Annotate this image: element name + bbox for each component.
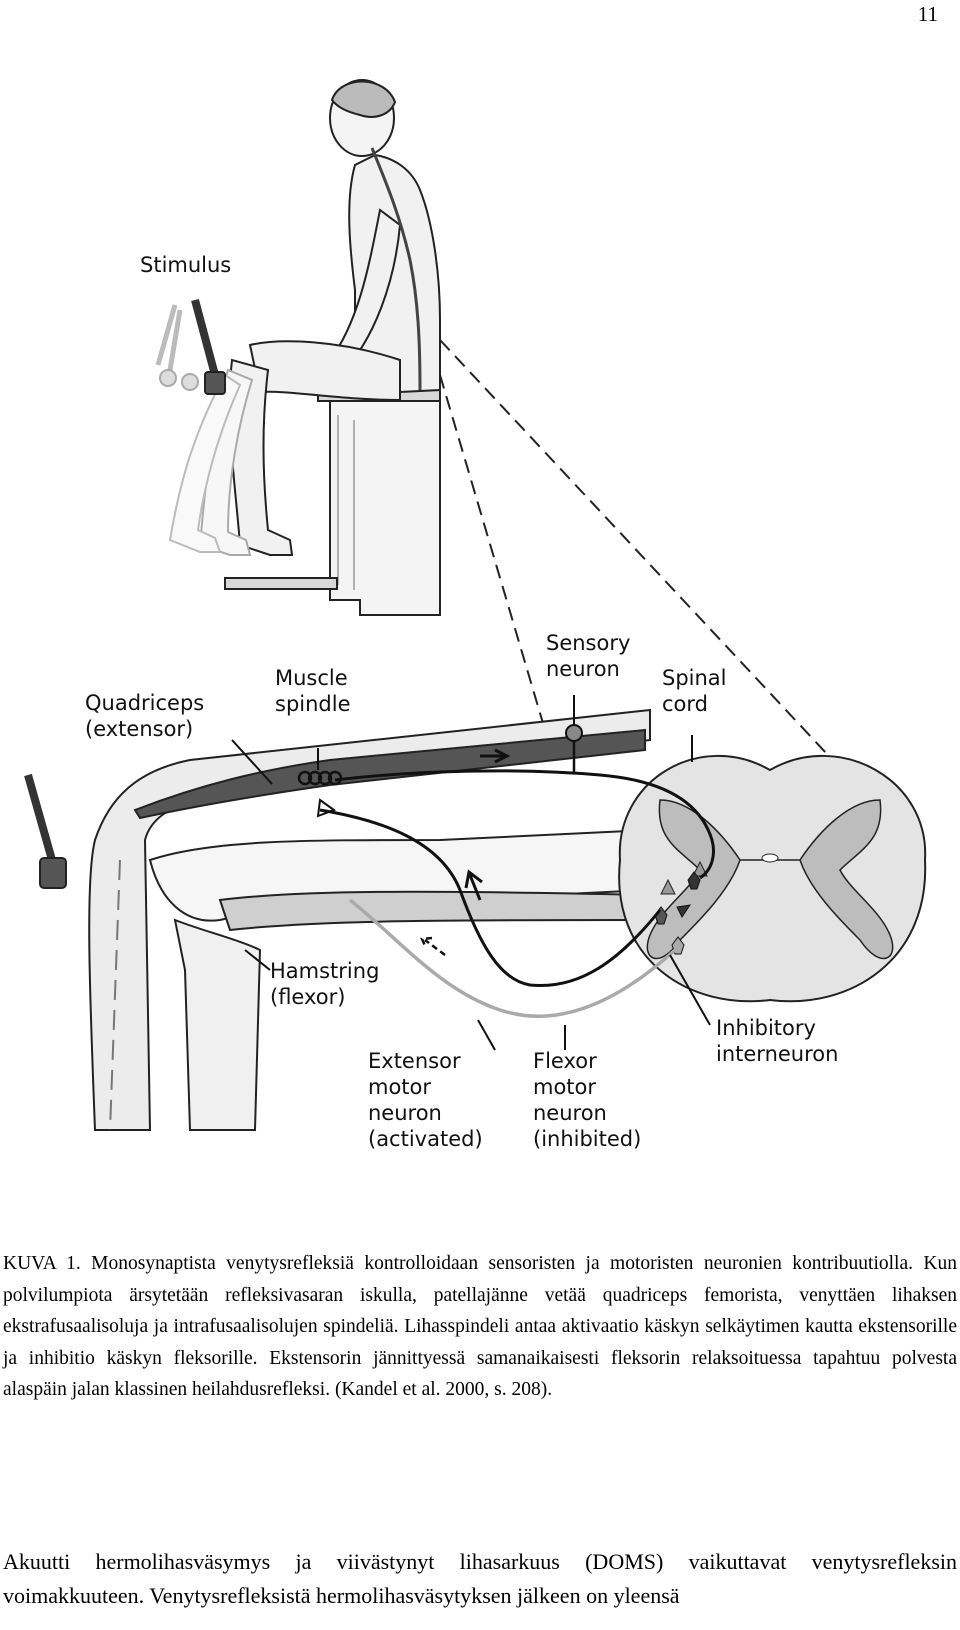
extensor-motor-neuron-label-line2: motor xyxy=(368,1075,431,1099)
inhibited-arrow-icon xyxy=(420,936,446,956)
sensory-receptor-icon xyxy=(316,798,337,818)
reflex-hammer-icon xyxy=(155,298,226,395)
page-number: 11 xyxy=(917,2,938,26)
spinal-cord-cross-section-illustration xyxy=(618,754,927,1003)
hamstring-label-line2: (flexor) xyxy=(270,985,345,1009)
quadriceps-label-line2: (extensor) xyxy=(85,717,193,741)
quadriceps-label-line1: Quadriceps xyxy=(85,691,204,715)
efferent-arrow-icon xyxy=(464,869,483,901)
seated-person-illustration xyxy=(155,79,441,616)
extensor-motor-neuron-label-line3: neuron xyxy=(368,1101,442,1125)
sensory-neuron-label-line2: neuron xyxy=(546,657,620,681)
spinal-cord-label-line1: Spinal xyxy=(662,666,727,690)
muscle-spindle-label-line1: Muscle xyxy=(275,666,348,690)
flexor-motor-neuron-label-line2: motor xyxy=(533,1075,596,1099)
sensory-neuron-label-line1: Sensory xyxy=(546,631,630,655)
muscle-spindle-label-line2: spindle xyxy=(275,692,351,716)
flexor-motor-neuron-label-line1: Flexor xyxy=(533,1049,597,1073)
sensory-neuron-cell-body xyxy=(565,724,583,742)
extensor-motor-neuron-fiber xyxy=(319,808,662,988)
extensor-motor-neuron-label-line4: (activated) xyxy=(368,1127,483,1151)
stretch-reflex-figure: Stimulus Sensory neuron Spinal cord Musc… xyxy=(0,40,960,1200)
body-paragraph: Akuutti hermolihasväsymys ja viivästynyt… xyxy=(3,1549,957,1608)
spinal-cord-label-line2: cord xyxy=(662,692,708,716)
hamstring-label-line1: Hamstring xyxy=(270,959,379,983)
figure-caption: KUVA 1. Monosynaptista venytysrefleksiä … xyxy=(3,1253,957,1400)
flexor-motor-neuron-fiber xyxy=(348,898,677,1018)
stimulus-label: Stimulus xyxy=(140,253,231,277)
sensory-neuron-fiber xyxy=(334,769,715,880)
flexor-motor-neuron-label-line4: (inhibited) xyxy=(533,1127,641,1151)
projection-lines xyxy=(439,339,871,801)
flexor-motor-neuron-label-line3: neuron xyxy=(533,1101,607,1125)
afferent-arrow-icon xyxy=(480,748,511,764)
extensor-motor-neuron-label-line1: Extensor xyxy=(368,1049,461,1073)
figure-illustration: Stimulus Sensory neuron Spinal cord Musc… xyxy=(24,79,927,1151)
inhibitory-interneuron-label-line2: interneuron xyxy=(716,1042,838,1066)
inhibitory-interneuron-label-line1: Inhibitory xyxy=(716,1016,816,1040)
label-pointer-lines xyxy=(231,695,711,1051)
